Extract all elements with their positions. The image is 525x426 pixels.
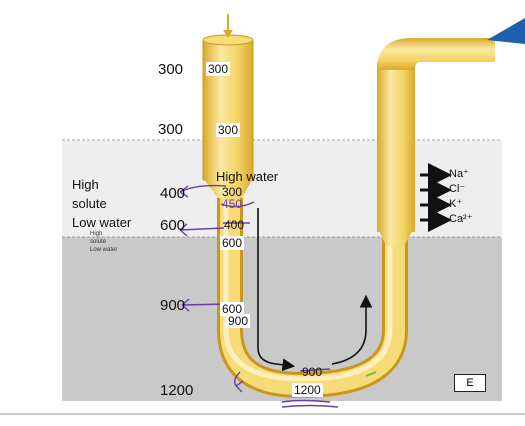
descending-flow-arrow: [257, 208, 296, 372]
ascending-limb-taper: [377, 226, 415, 246]
green-tick: [365, 371, 377, 377]
handwritten-450: 450: [222, 197, 243, 211]
high-water-label: High water: [216, 169, 279, 184]
ruler-label-300-a: 300: [158, 61, 184, 78]
ascending-limb-thick: [377, 62, 415, 232]
tube-label-400: 400: [224, 218, 245, 232]
region-label-solute: solute: [72, 196, 107, 211]
descending-limb-taper: [203, 178, 253, 198]
tube-label-900: 900: [226, 314, 251, 328]
loop-tube-highlight: [223, 200, 393, 382]
figure-letter-box: E: [454, 374, 486, 392]
small-label-solute: solute: [90, 239, 107, 245]
tube-label-600-b: 600: [220, 302, 245, 316]
ruler-label-900: 900: [160, 297, 186, 314]
blue-accent: [487, 18, 525, 44]
ion-label-cl: Cl⁻: [449, 183, 466, 195]
ascending-limb-bend: [377, 38, 495, 70]
small-label-high: High: [90, 231, 103, 237]
tube-label-900-b: 900: [302, 365, 323, 379]
ion-label-na: Na⁺: [449, 168, 469, 180]
input-arrow-head: [223, 30, 233, 38]
small-label-low-water: Low water: [90, 247, 118, 253]
ion-label-k: K⁺: [449, 198, 463, 210]
region-label-low-water: Low water: [72, 215, 132, 230]
ruler-label-400: 400: [160, 185, 186, 202]
ruler-label-300-b: 300: [158, 121, 184, 138]
ascending-flow-arrow: [331, 294, 373, 365]
ion-label-ca: Ca²⁺: [449, 213, 473, 225]
tube-label-600: 600: [220, 236, 245, 250]
tube-label-1200: 1200: [292, 383, 323, 397]
tube-label-300-b: 300: [216, 123, 241, 137]
region-label-high: High: [72, 177, 99, 192]
tube-label-top-300: 300: [206, 62, 231, 76]
handwritten-annotations: [179, 184, 339, 408]
descending-limb-wide: [202, 39, 254, 181]
ruler-label-600: 600: [160, 217, 186, 234]
tube-label-300-c: 300: [222, 185, 243, 199]
ruler-label-1200: 1200: [160, 382, 194, 399]
